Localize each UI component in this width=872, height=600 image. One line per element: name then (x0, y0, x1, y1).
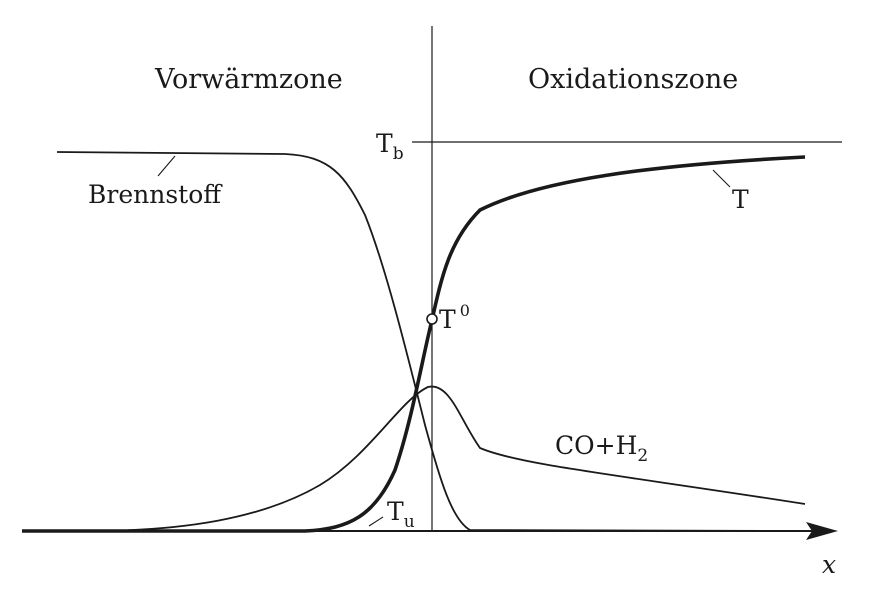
burned-temperature-label: Tb (376, 129, 404, 164)
unburned-temperature-label: Tu (387, 497, 415, 532)
x-axis-label: x (822, 550, 836, 579)
unburned-temperature-main: T (387, 497, 404, 526)
co-h2-label-subscript: 2 (637, 446, 648, 466)
burned-temperature-subscript: b (393, 144, 404, 164)
co-h2-label: CO+H2 (555, 431, 648, 466)
temperature-curve (22, 155, 806, 533)
temperature-label: T (732, 185, 749, 214)
unburned-temperature-leader-line (368, 516, 384, 527)
ignition-temperature-main: T (439, 305, 456, 334)
ignition-point-marker (426, 313, 438, 325)
burned-temperature-main: T (376, 129, 393, 158)
co-h2-curve (99, 385, 806, 532)
fuel-leader-line (157, 155, 176, 177)
co-h2-label-main: CO+H (555, 431, 637, 460)
unburned-temperature-subscript: u (404, 512, 415, 532)
fuel-curve (56, 151, 801, 532)
fuel-label: Brennstoff (88, 180, 223, 209)
oxidation-zone-label: Oxidationszone (528, 64, 738, 95)
ignition-temperature-superscript: 0 (460, 301, 470, 320)
x-axis-arrowhead (806, 522, 838, 540)
temperature-leader-line (712, 169, 731, 188)
preheat-zone-label: Vorwärmzone (154, 64, 343, 95)
